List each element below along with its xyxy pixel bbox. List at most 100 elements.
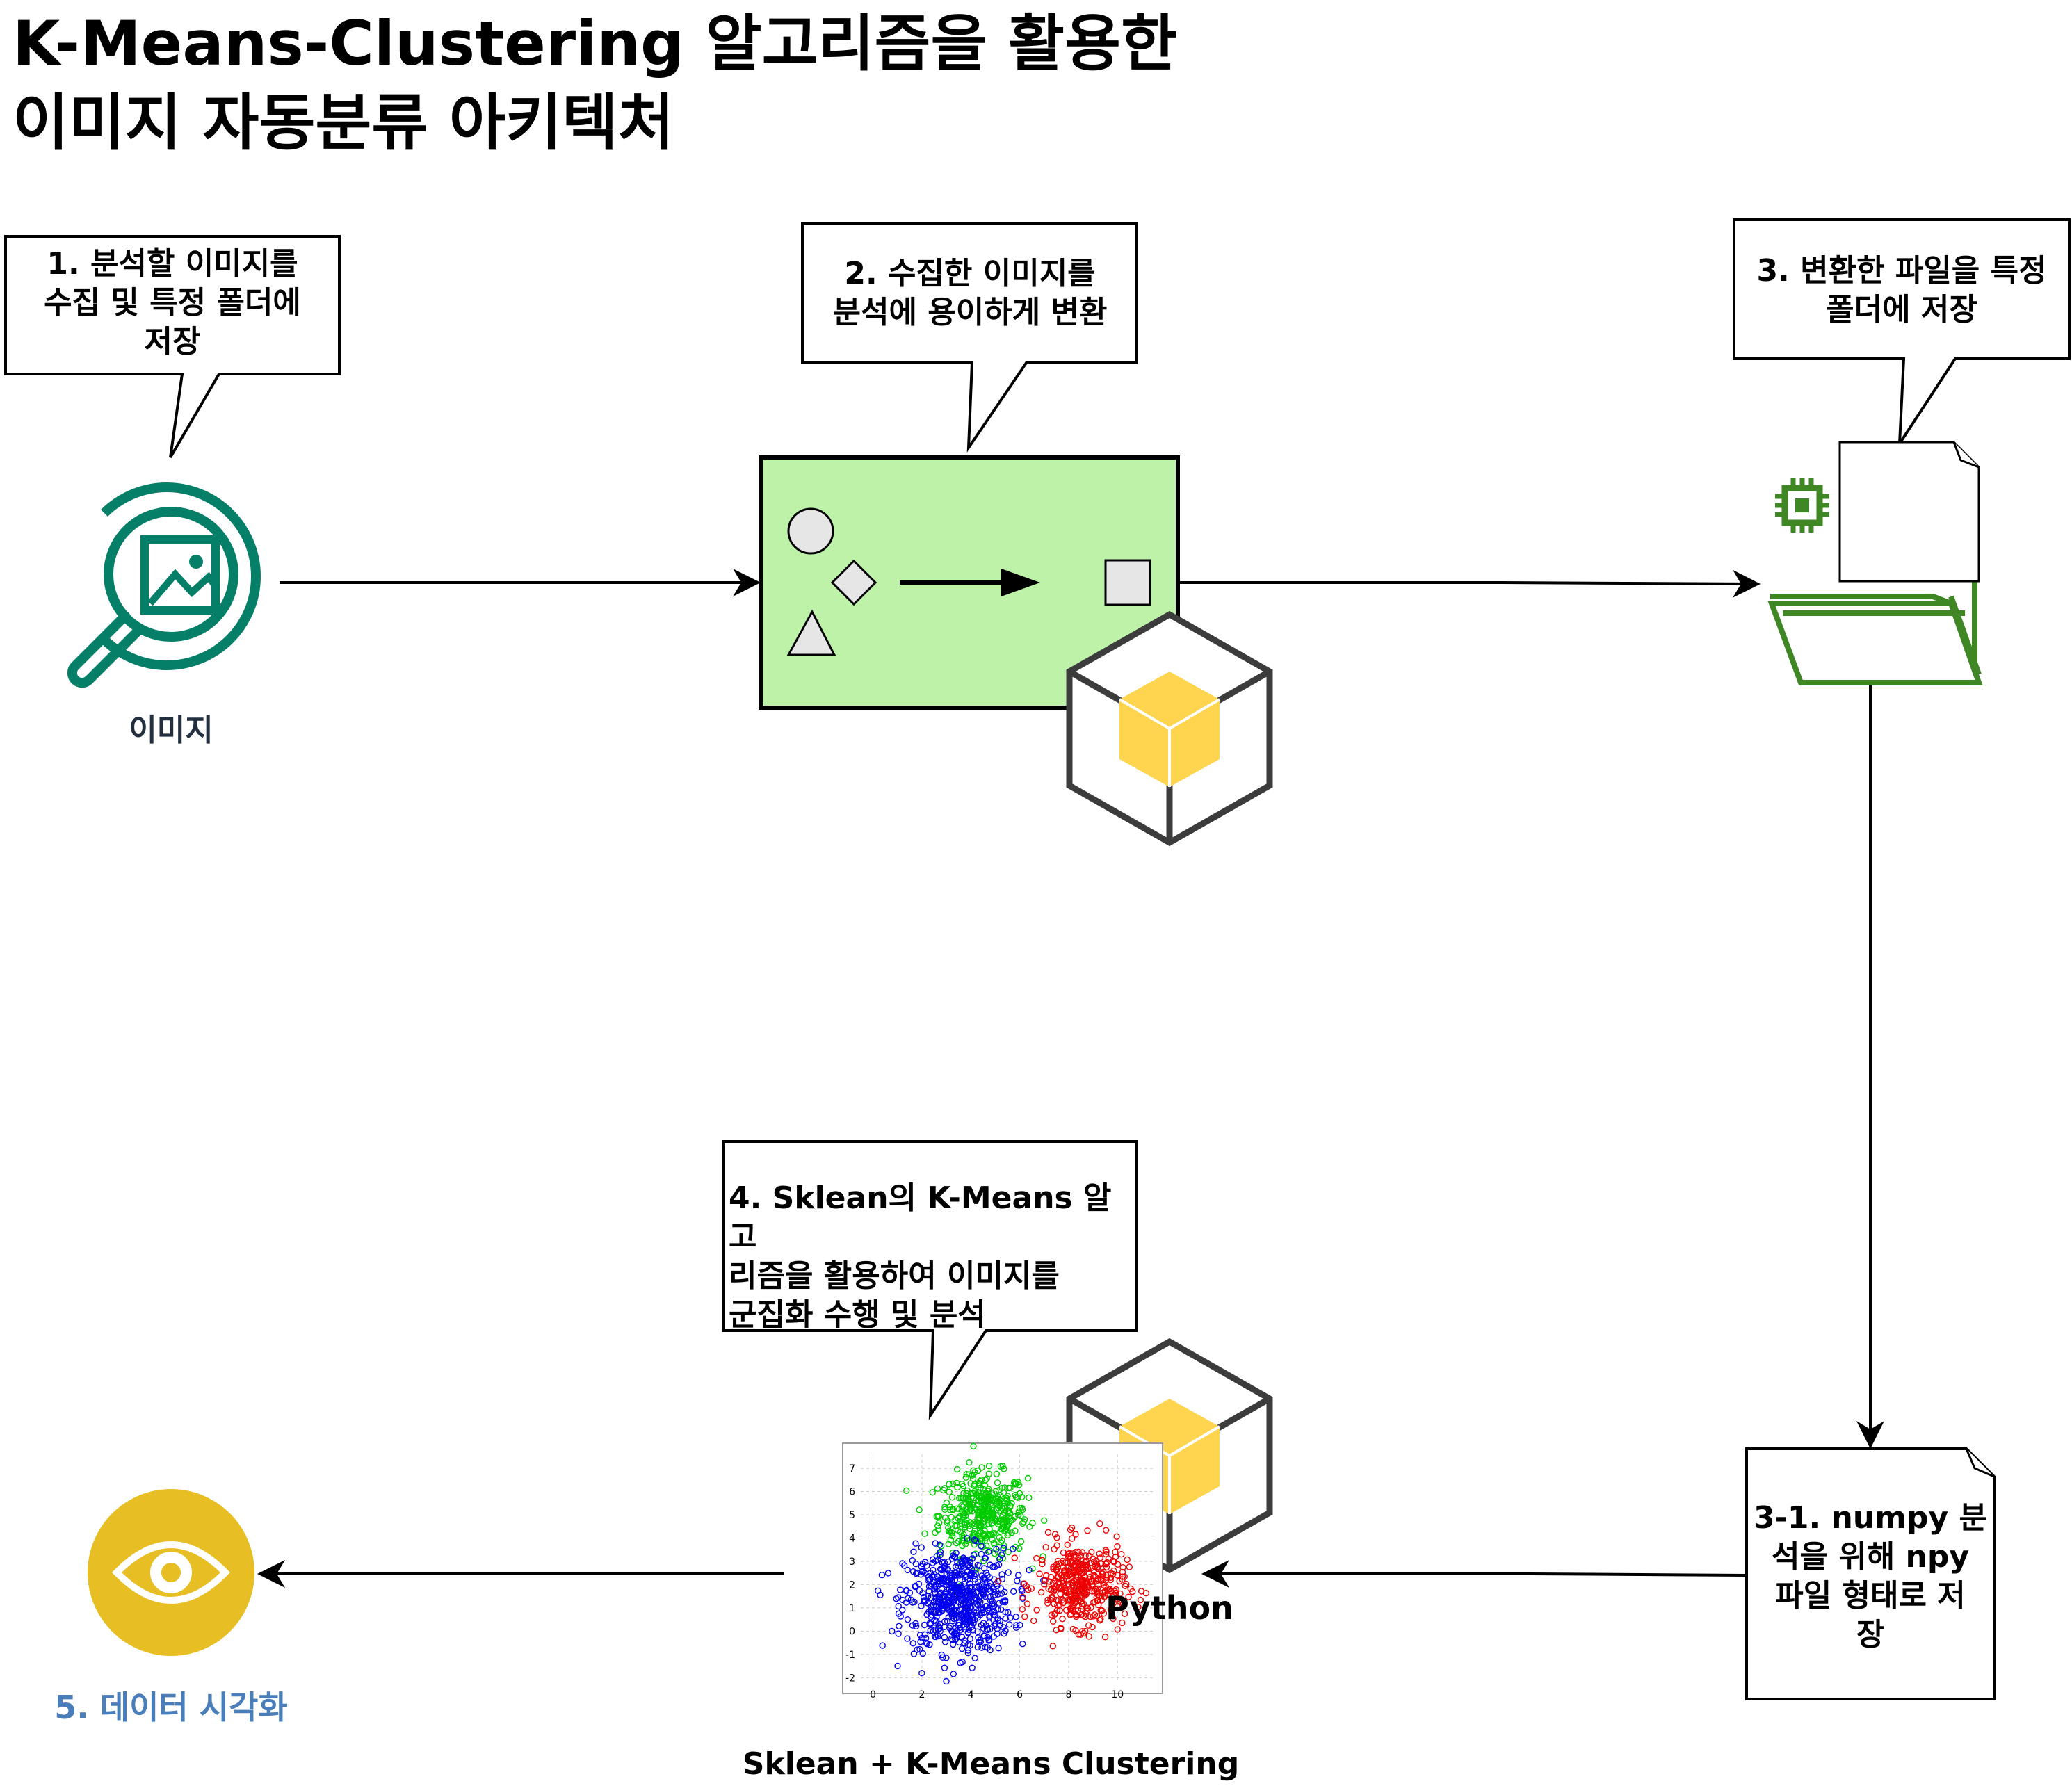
scatter-point — [967, 1590, 974, 1598]
scatter-point — [912, 1623, 920, 1630]
scatter-point — [960, 1490, 967, 1497]
scatter-point — [989, 1502, 996, 1509]
scatter-point — [944, 1517, 951, 1525]
scatter-point — [1049, 1579, 1057, 1586]
scatter-point — [976, 1639, 982, 1645]
scatter-point — [1070, 1601, 1078, 1608]
scatter-point — [1058, 1577, 1066, 1584]
scatter-point — [916, 1587, 923, 1594]
scatter-point — [895, 1594, 902, 1601]
diamond-shape-icon — [830, 559, 877, 606]
scatter-point — [970, 1442, 977, 1450]
scatter-point — [987, 1509, 994, 1516]
chart-points — [874, 1442, 1150, 1685]
scatter-point — [1114, 1603, 1122, 1610]
scatter-point — [953, 1627, 960, 1634]
scatter-point — [1013, 1622, 1020, 1629]
scatter-point — [954, 1484, 961, 1491]
scatter-point — [944, 1594, 952, 1602]
scatter-point — [1100, 1589, 1107, 1596]
y-tick-label: 4 — [849, 1533, 855, 1544]
scatter-point — [1096, 1550, 1103, 1557]
scatter-point — [978, 1550, 985, 1558]
scatter-point — [929, 1559, 937, 1566]
scatter-point — [1121, 1610, 1128, 1618]
scatter-point — [948, 1513, 955, 1521]
scatter-point — [978, 1522, 985, 1529]
image-label: 이미지 — [129, 713, 213, 748]
scatter-point — [932, 1609, 939, 1616]
scatter-point — [1142, 1589, 1150, 1597]
scatter-point — [1119, 1563, 1126, 1571]
scatter-point — [1094, 1591, 1101, 1598]
scatter-point — [1089, 1623, 1096, 1631]
scatter-point — [985, 1462, 993, 1470]
scatter-point — [934, 1526, 942, 1534]
scatter-point — [1039, 1553, 1046, 1560]
scatter-point — [1002, 1627, 1009, 1634]
scatter-point — [993, 1496, 1000, 1503]
scatter-point — [1043, 1572, 1050, 1579]
scatter-point — [978, 1464, 985, 1471]
scatter-point — [1012, 1527, 1019, 1534]
scatter-point — [1069, 1602, 1076, 1609]
scatter-point — [1047, 1586, 1055, 1593]
scatter-point — [1085, 1552, 1093, 1559]
scatter-point — [1114, 1595, 1121, 1603]
scatter-point — [899, 1607, 906, 1614]
scatter-point — [1030, 1617, 1037, 1625]
scatter-point — [961, 1577, 969, 1585]
scatter-point — [925, 1583, 933, 1590]
scatter-point — [960, 1599, 968, 1607]
scatter-point — [934, 1626, 942, 1633]
scatter-point — [958, 1611, 965, 1618]
scatter-point — [958, 1645, 966, 1652]
scatter-point — [1102, 1547, 1110, 1554]
scatter-point — [1012, 1480, 1019, 1487]
scatter-point — [1019, 1506, 1026, 1513]
scatter-point — [1122, 1580, 1130, 1588]
visualization-eye-icon — [88, 1489, 254, 1656]
scatter-point — [985, 1582, 993, 1590]
scatter-point — [984, 1644, 992, 1651]
scatter-point — [963, 1584, 971, 1592]
scatter-point — [953, 1505, 960, 1512]
scatter-point — [960, 1482, 967, 1490]
scatter-point — [1005, 1548, 1012, 1556]
scatter-point — [1026, 1566, 1033, 1574]
y-tick-label: 7 — [849, 1463, 855, 1474]
scatter-point — [1065, 1553, 1072, 1561]
scatter-point — [1014, 1494, 1021, 1501]
scatter-point — [962, 1604, 969, 1611]
y-tick-label: 5 — [849, 1510, 855, 1521]
scatter-point — [1101, 1588, 1109, 1595]
scatter-point — [1044, 1529, 1052, 1536]
scatter-point — [1014, 1479, 1022, 1486]
scatter-point — [910, 1650, 918, 1657]
scatter-point — [1119, 1573, 1126, 1580]
scatter-point — [960, 1534, 967, 1541]
scatter-point — [981, 1527, 988, 1534]
scatter-point — [1009, 1516, 1017, 1524]
scatter-point — [978, 1621, 985, 1629]
scatter-point — [917, 1571, 925, 1578]
scatter-point — [965, 1522, 972, 1529]
scatter-point — [1112, 1548, 1119, 1556]
scatter-point — [985, 1548, 992, 1556]
step3-text: 3. 변환한 파일을 특정 폴더에 저장 — [1756, 253, 2047, 327]
scatter-point — [943, 1655, 950, 1661]
scatter-point — [1019, 1593, 1026, 1601]
scatter-point — [985, 1520, 992, 1527]
scatter-point — [1004, 1609, 1012, 1616]
scatter-point — [1017, 1538, 1025, 1545]
scatter-point — [1067, 1611, 1074, 1618]
scatter-point — [921, 1530, 928, 1537]
scatter-point — [911, 1598, 918, 1606]
scatter-point — [1097, 1560, 1105, 1568]
scatter-point — [969, 1472, 976, 1479]
scatter-point — [958, 1480, 966, 1488]
scatter-point — [944, 1558, 952, 1566]
scatter-point — [941, 1664, 948, 1671]
scatter-point — [970, 1552, 978, 1559]
